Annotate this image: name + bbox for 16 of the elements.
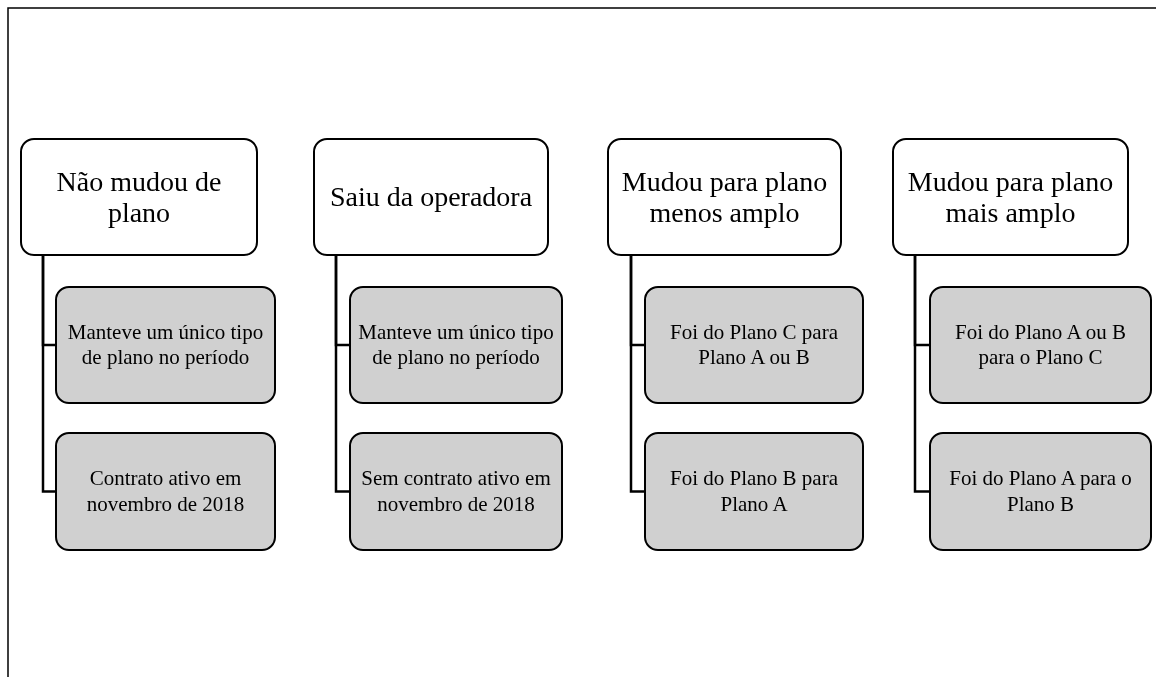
subcategory-box: Sem contrato ativo em novembro de 2018 [349,432,563,551]
connector-line [629,256,644,493]
subcategory-box: Foi do Plano A ou B para o Plano C [929,286,1152,404]
category-box: Mudou para plano menos amplo [607,138,842,256]
connector-line [913,256,929,493]
subcategory-box: Foi do Plano B para Plano A [644,432,864,551]
category-box: Saiu da operadora [313,138,549,256]
subcategory-box: Foi do Plano C para Plano A ou B [644,286,864,404]
subcategory-box: Foi do Plano A para o Plano B [929,432,1152,551]
subcategory-box: Manteve um único tipo de plano no período [349,286,563,404]
subcategory-box: Manteve um único tipo de plano no período [55,286,276,404]
connector-line [334,256,349,493]
category-box: Mudou para plano mais amplo [892,138,1129,256]
category-box: Não mudou de plano [20,138,258,256]
connector-line [41,256,55,493]
subcategory-box: Contrato ativo em novembro de 2018 [55,432,276,551]
